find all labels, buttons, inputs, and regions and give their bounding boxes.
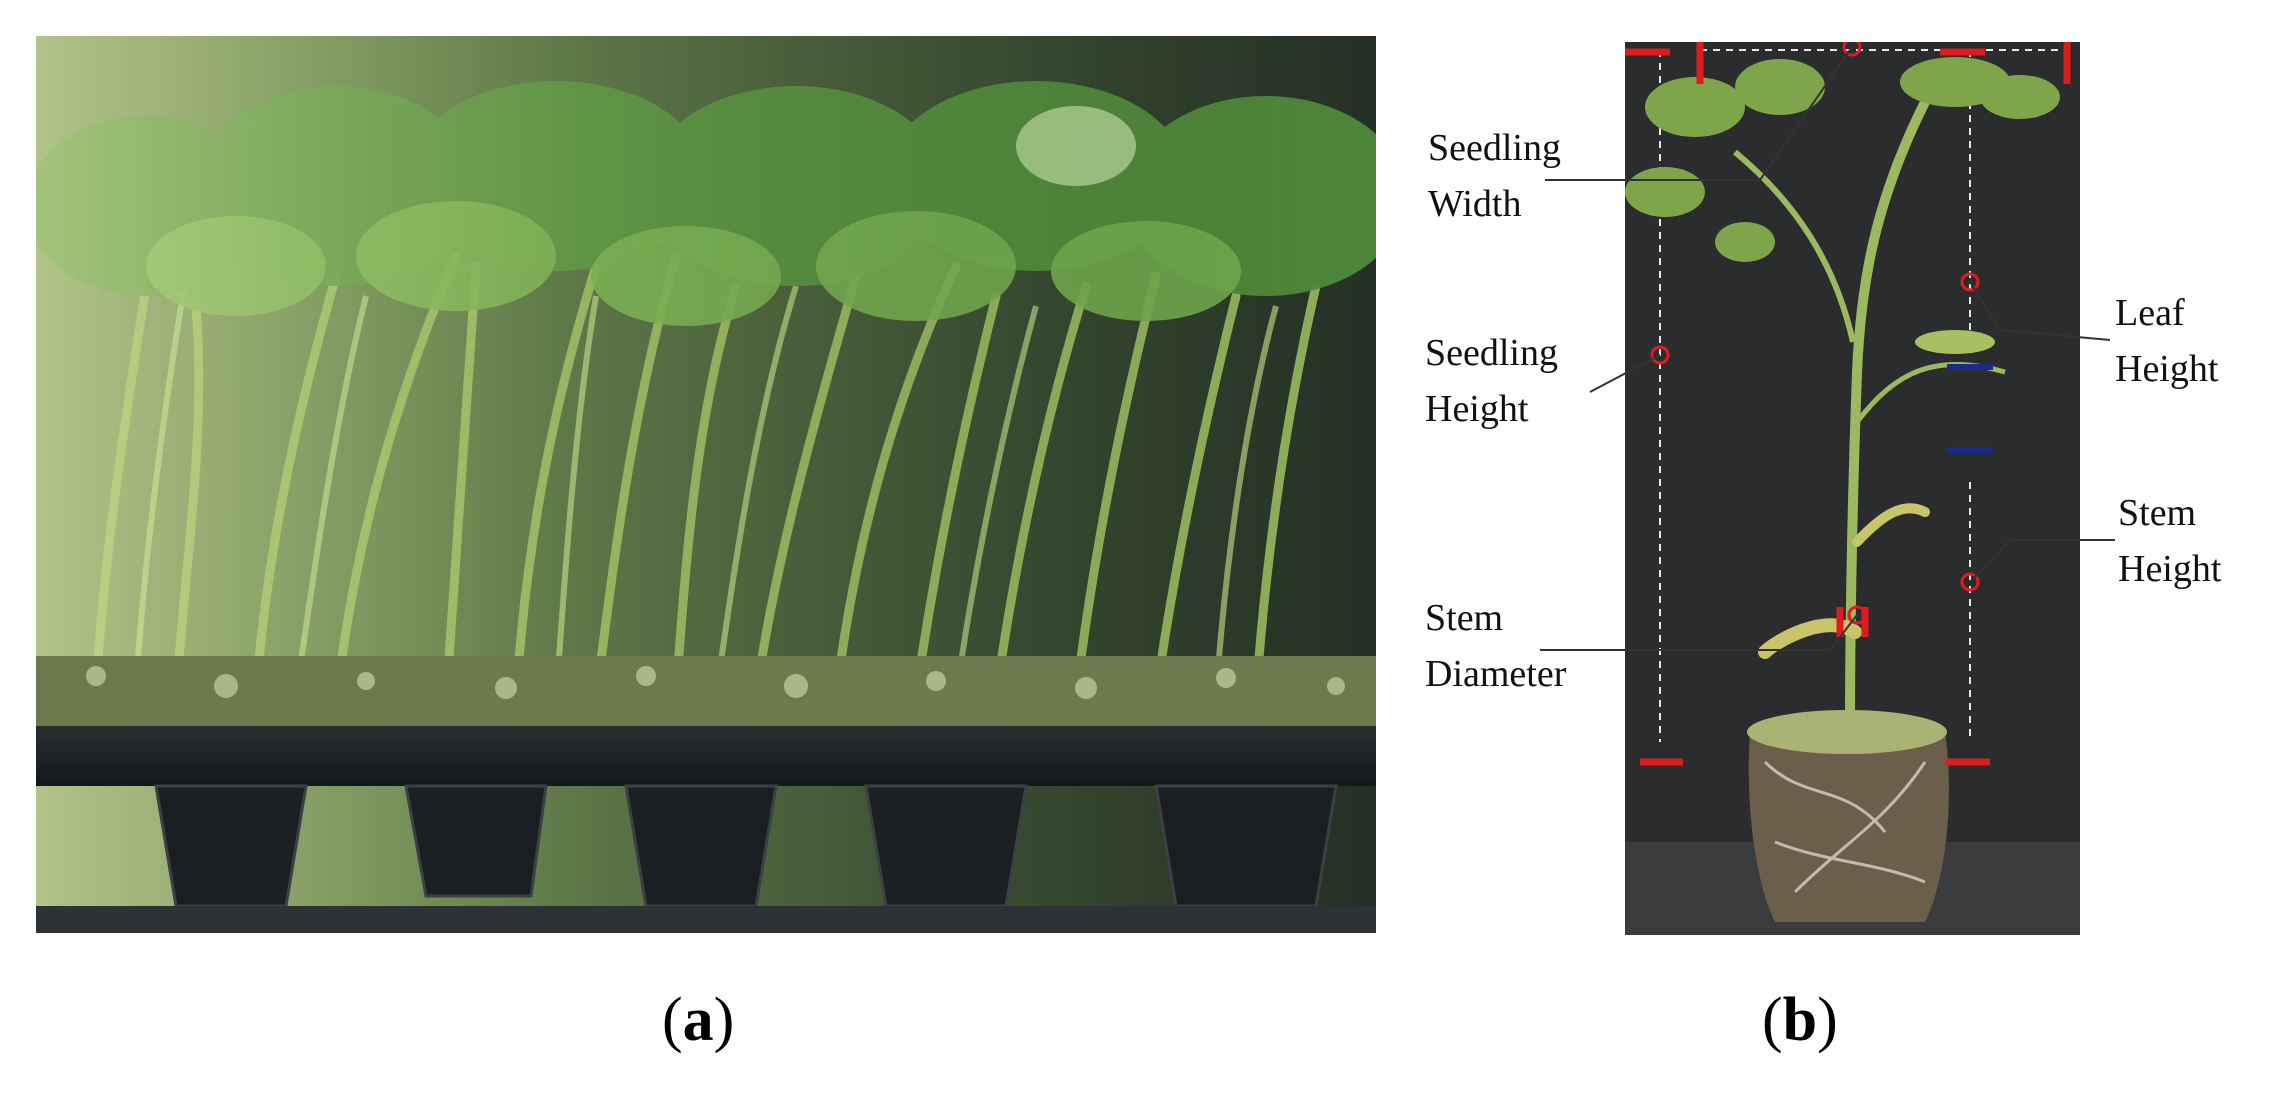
leaf-height-label: Leaf Height bbox=[2115, 292, 2219, 390]
seedling-height-label: Seedling Height bbox=[1425, 332, 1558, 430]
single-seedling-photo bbox=[1625, 42, 2080, 935]
caption-a: (a) bbox=[662, 986, 735, 1054]
stem-diameter-label: Stem Diameter bbox=[1425, 597, 1567, 695]
stem-height-label: Stem Height bbox=[2118, 492, 2222, 590]
seedling-tray-illustration bbox=[36, 36, 1376, 933]
seedling-tray-photo bbox=[36, 36, 1376, 933]
seedling-width-label: Seedling Width bbox=[1428, 127, 1561, 225]
caption-b: (b) bbox=[1762, 986, 1838, 1054]
seedling-measurement-illustration bbox=[1625, 42, 2080, 935]
